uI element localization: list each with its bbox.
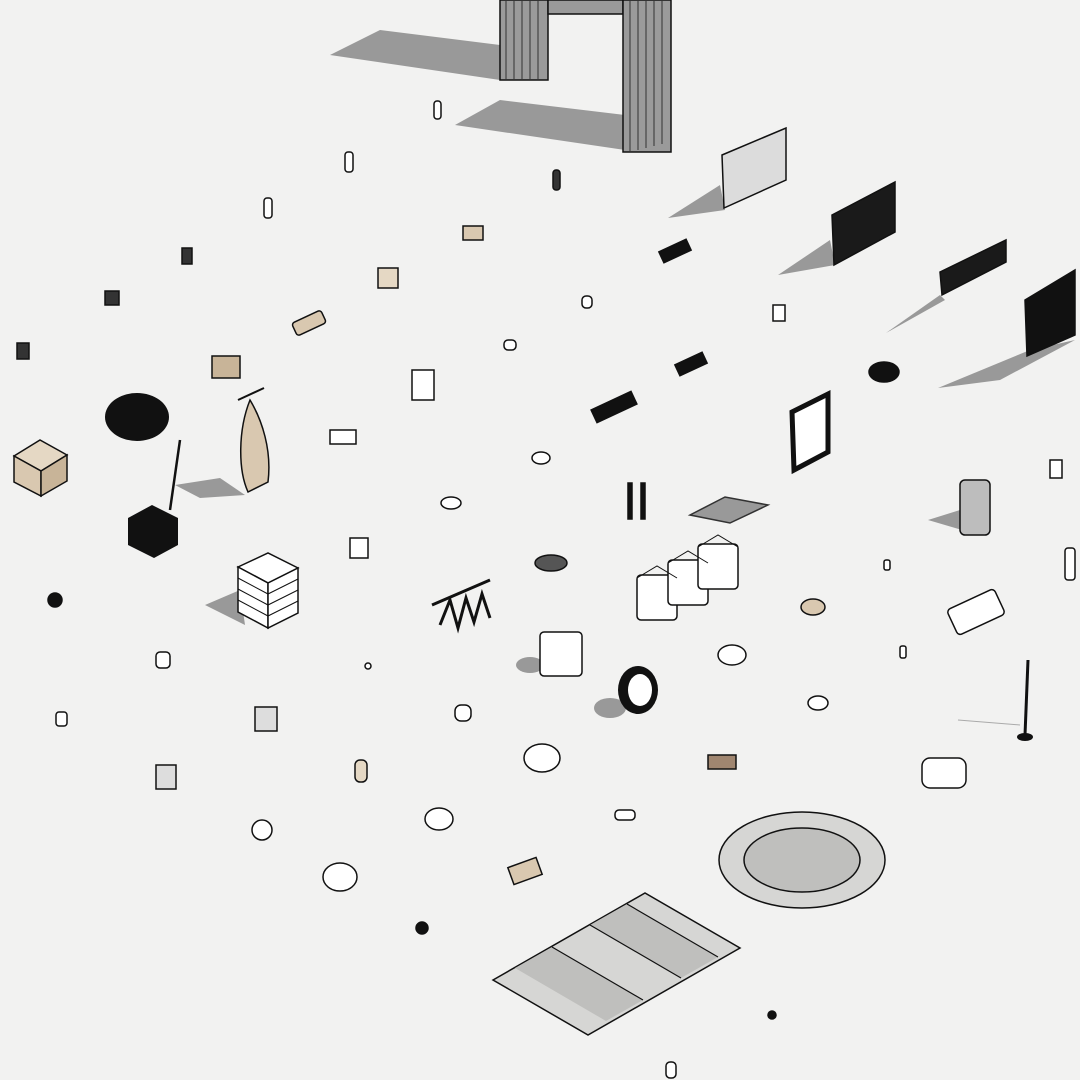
curtain-left (330, 0, 549, 81)
round-rug (718, 811, 886, 909)
single-bin (516, 631, 583, 677)
clothes-rack (431, 578, 492, 634)
round-clock (594, 666, 658, 718)
black-panel-1 (778, 180, 896, 275)
black-cube-with-pole (128, 439, 182, 558)
three-bins (636, 534, 739, 621)
ironing-board (175, 387, 270, 498)
rectangular-rug (491, 892, 742, 1036)
luggage-case (928, 479, 991, 536)
beige-box (12, 439, 69, 498)
projection-screen (668, 126, 787, 218)
small-objects (16, 100, 1076, 1079)
coat-stand (957, 659, 1033, 741)
black-ottoman (105, 393, 169, 441)
wall-mirror (789, 389, 831, 475)
black-panel-2 (886, 238, 1007, 333)
drawer-stack (205, 552, 300, 630)
curtain-right (455, 0, 672, 153)
black-panel-3 (938, 268, 1076, 388)
